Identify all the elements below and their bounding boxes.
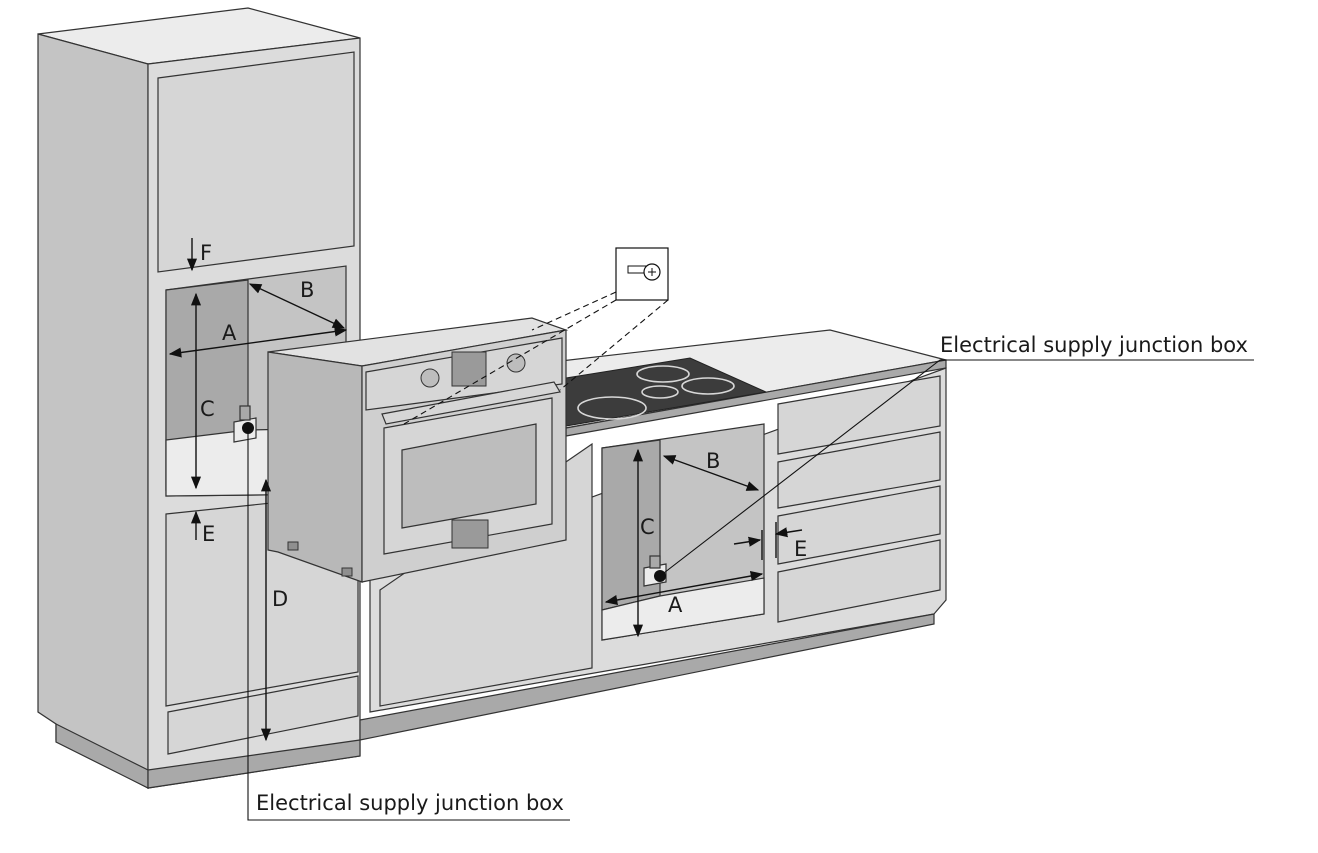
wall-oven (267, 317, 569, 583)
callout-junction-box-left: Electrical supply junction box (256, 791, 564, 815)
dim-label-c-base: C (640, 515, 655, 539)
dim-label-a-base: A (668, 593, 683, 617)
dim-label-e-base: E (794, 537, 807, 561)
dim-label-b-base: B (706, 449, 720, 473)
dim-label-c-tall: C (200, 397, 215, 421)
callout-junction-box-right: Electrical supply junction box (940, 333, 1248, 357)
screw-icon (615, 247, 669, 301)
dim-label-d: D (272, 587, 288, 611)
dim-label-e-tall: E (202, 522, 215, 546)
dim-label-b-tall: B (300, 278, 314, 302)
dim-label-f: F (200, 241, 212, 265)
dim-label-a-tall: A (222, 321, 237, 345)
